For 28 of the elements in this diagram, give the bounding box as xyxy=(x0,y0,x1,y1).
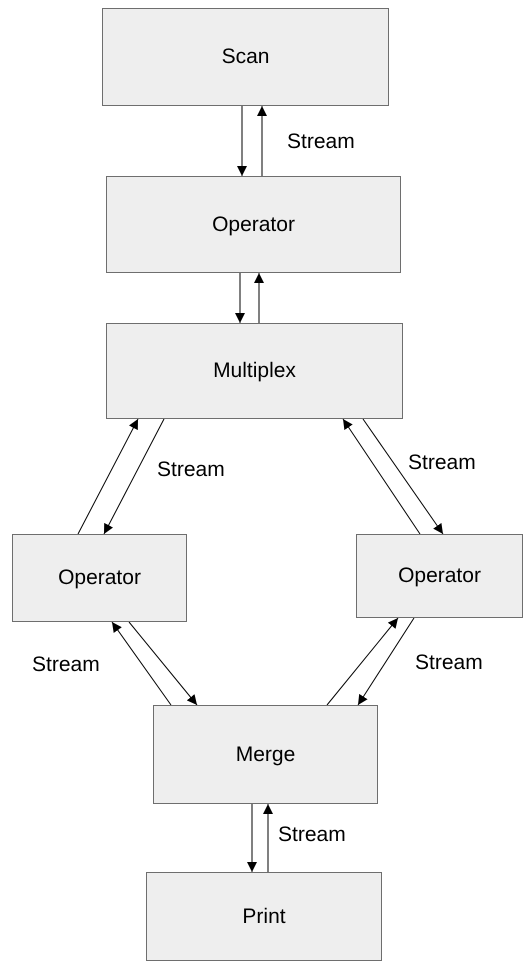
node-label: Merge xyxy=(236,742,296,766)
process-box xyxy=(12,534,187,622)
arrow xyxy=(128,622,198,706)
node-label: Multiplex xyxy=(213,359,296,383)
node-label: Operator xyxy=(398,564,481,588)
arrow xyxy=(247,804,257,872)
arrow xyxy=(237,106,247,176)
arrow xyxy=(263,804,273,872)
arrow xyxy=(362,418,444,534)
arrow xyxy=(78,418,138,534)
process-box xyxy=(102,8,389,106)
arrow xyxy=(104,418,164,534)
arrow xyxy=(326,618,398,706)
process-box xyxy=(106,323,403,419)
arrow xyxy=(358,618,414,706)
arrow xyxy=(342,418,420,534)
process-box xyxy=(106,176,401,273)
process-box xyxy=(153,705,378,804)
arrow xyxy=(254,272,264,324)
node-label: Operator xyxy=(212,212,295,236)
process-box xyxy=(146,872,382,961)
arrow xyxy=(112,622,172,706)
process-box xyxy=(356,534,523,618)
arrow xyxy=(257,106,267,176)
node-label: Scan xyxy=(222,45,270,69)
node-label: Operator xyxy=(58,566,141,590)
arrow xyxy=(235,272,245,324)
node-label: Print xyxy=(242,904,286,928)
